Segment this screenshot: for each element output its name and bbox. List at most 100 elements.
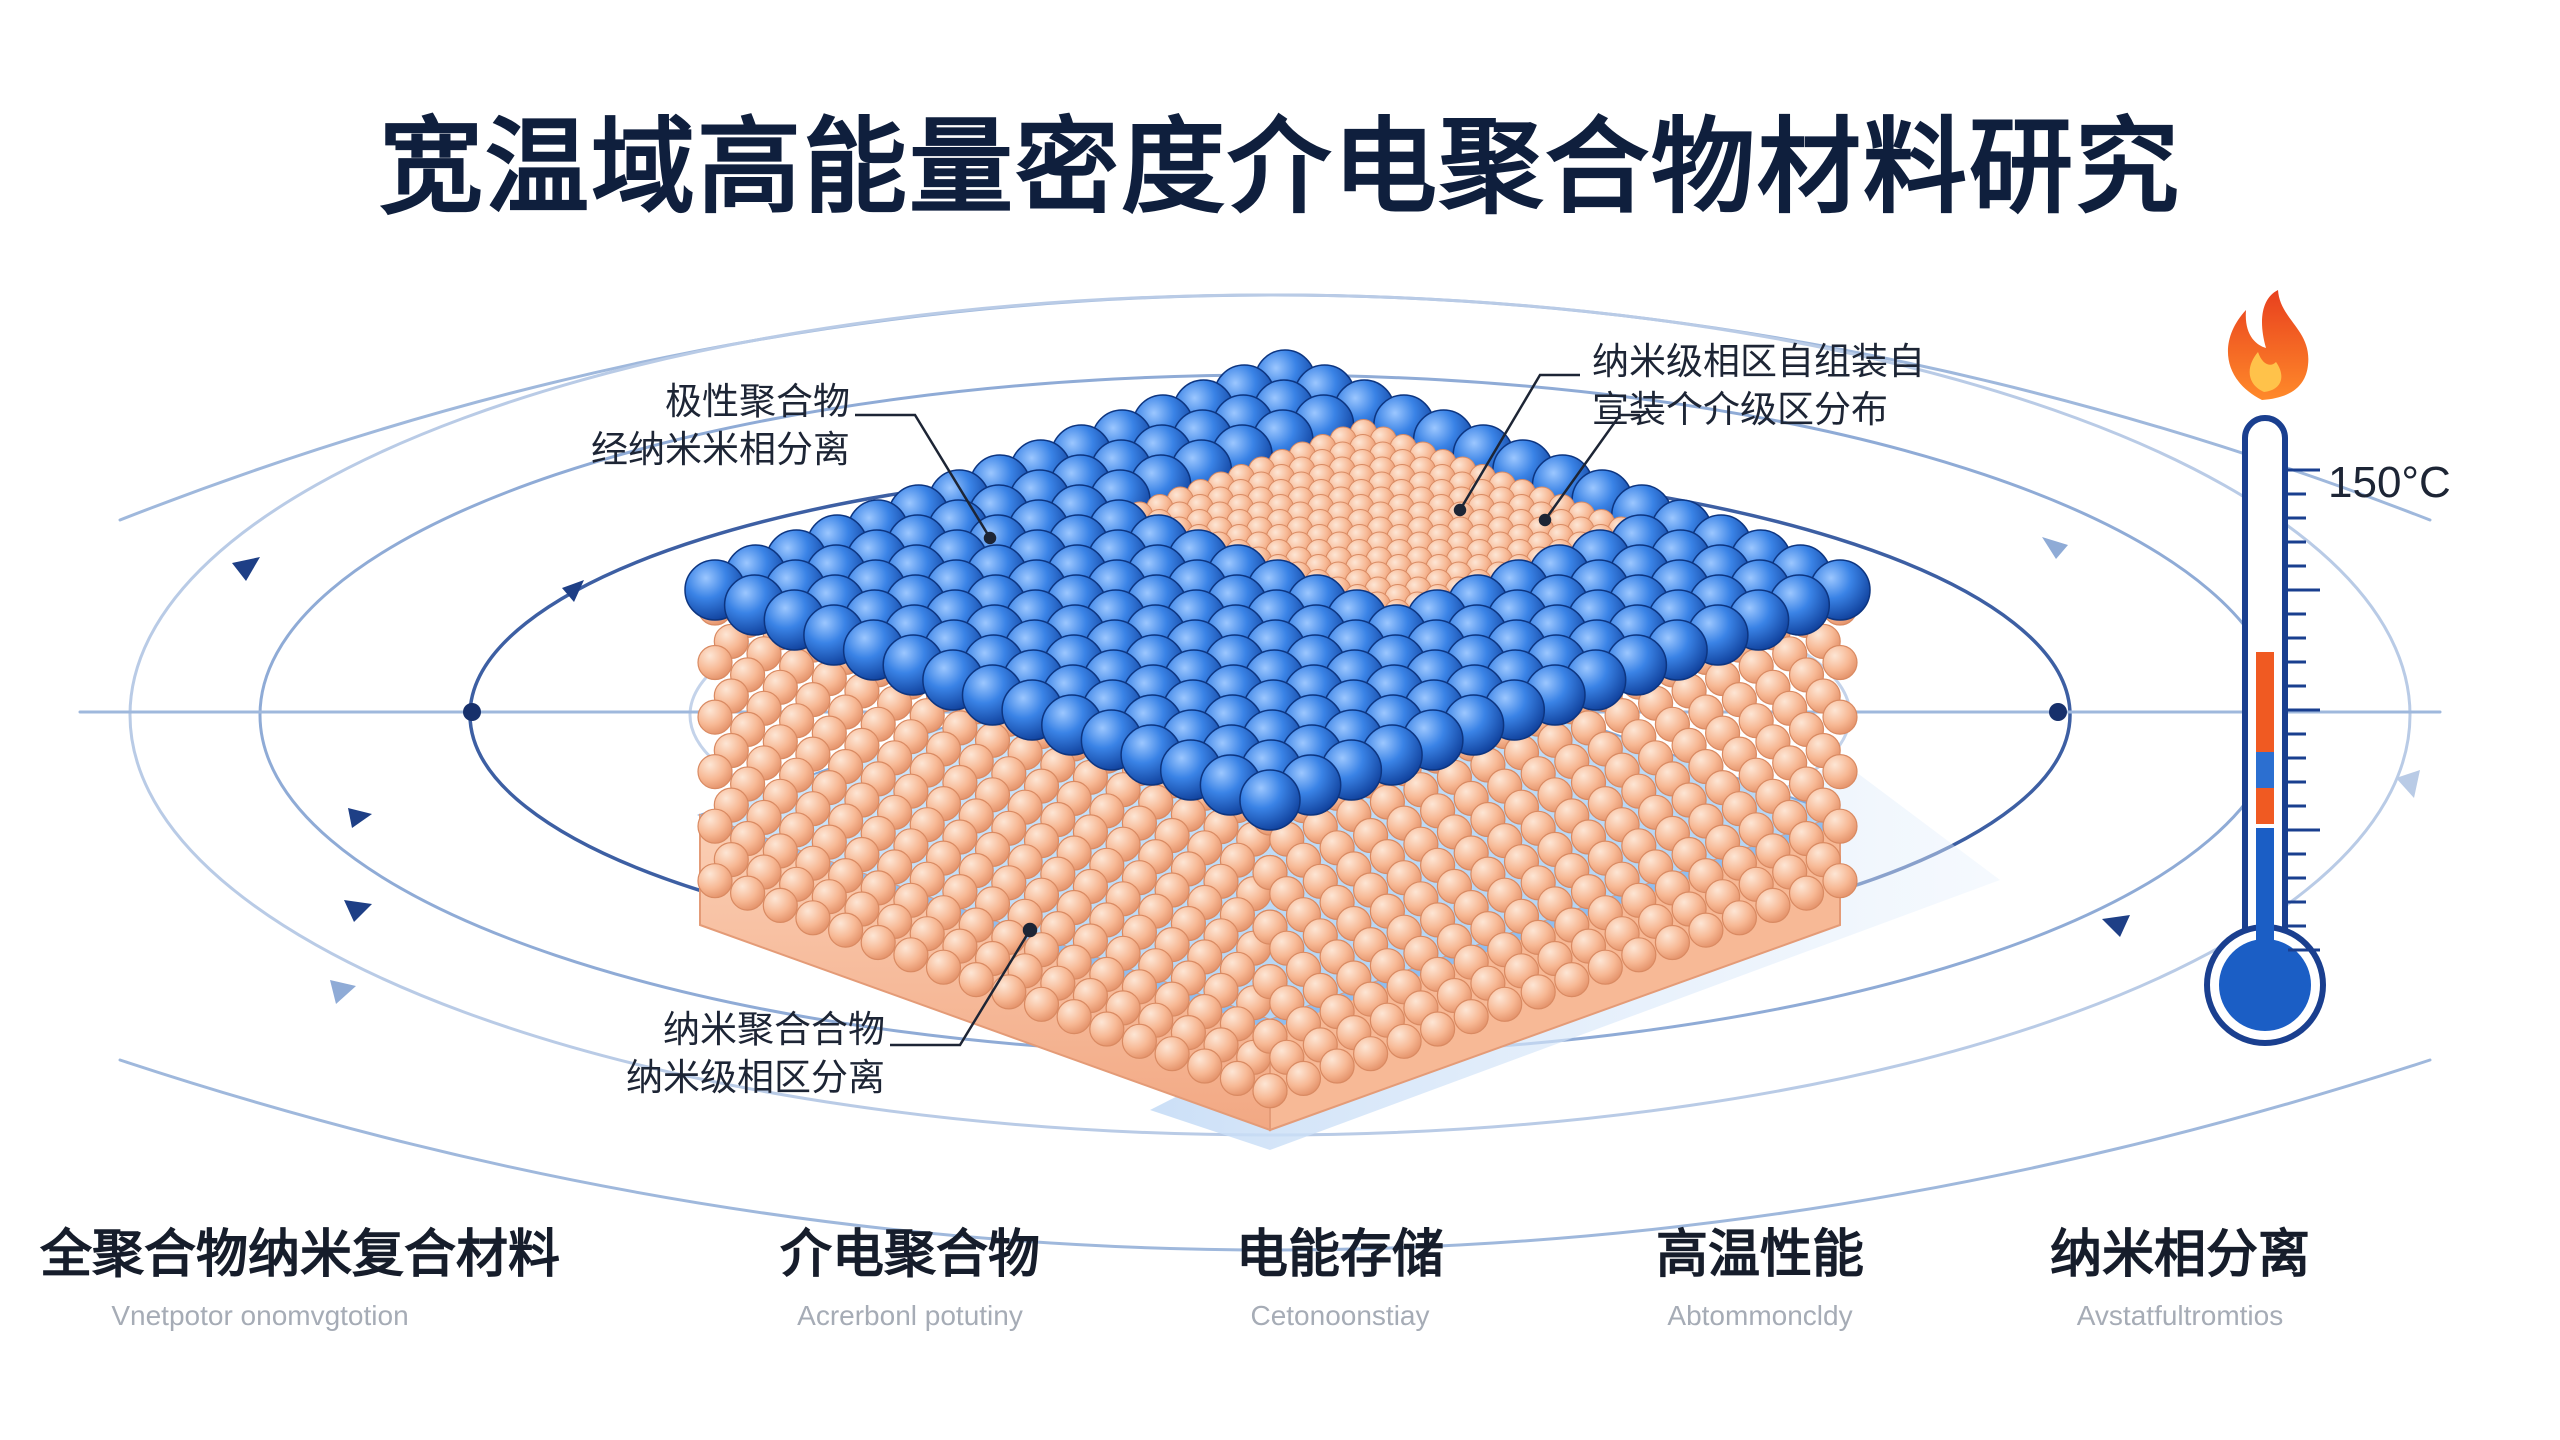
- arrow-icon: [348, 808, 372, 828]
- orange-particle: [1654, 924, 1691, 961]
- keyword-energy-storage: 电能存储 Cetonoonstiay: [1120, 1222, 1560, 1336]
- leader-bottom-left: [890, 929, 1032, 1047]
- keyword-title: 电能存储: [1235, 1225, 1444, 1285]
- thermometer: [2204, 290, 2326, 1046]
- orange-particle: [1187, 1048, 1223, 1084]
- leader-dot: [1538, 513, 1552, 527]
- arrow-icon: [330, 980, 356, 1004]
- callout-line: 纳米级相区分离: [626, 1056, 885, 1099]
- flame-inner-icon: [2249, 352, 2282, 392]
- orange-particle: [860, 924, 896, 961]
- orange-particle: [1319, 1048, 1355, 1084]
- callout-line: 纳米聚合合物: [663, 1008, 885, 1051]
- leader-top-right-2: [1543, 413, 1640, 521]
- orange-particle: [697, 863, 733, 899]
- leader-dot: [1022, 922, 1038, 938]
- orange-particle: [1487, 986, 1523, 1022]
- orange-particle: [1252, 1073, 1288, 1109]
- orange-particle: [1721, 900, 1758, 936]
- keyword-title: 纳米相分离: [2049, 1225, 2310, 1285]
- arrow-icon: [2102, 915, 2130, 937]
- callout-nano-polymer: 纳米聚合合物 纳米级相区分离: [540, 1006, 885, 1102]
- orange-particle: [925, 949, 962, 985]
- leader-top-left: [855, 413, 992, 539]
- thermometer-fill-orange: [2256, 652, 2274, 752]
- callout-line: 纳米级相区自组装自: [1592, 340, 1925, 383]
- side-face-left: [697, 590, 1288, 1109]
- orange-particle: [1621, 937, 1657, 973]
- orange-particle: [1154, 1036, 1190, 1072]
- orange-particle: [729, 875, 766, 911]
- keyword-all-polymer-nanocomposite: 全聚合物纳米复合材料 Vnetpotor onomvgtotion: [40, 1222, 561, 1336]
- keyword-subtitle: Acrerbonl potutiny: [797, 1300, 1023, 1331]
- keyword-subtitle: Abtommoncldy: [1667, 1300, 1853, 1331]
- orange-particle: [1386, 1023, 1422, 1059]
- orange-particle: [1352, 1036, 1389, 1072]
- orange-particle: [1822, 753, 1858, 790]
- keyword-title: 全聚合物纳米复合材料: [40, 1225, 561, 1285]
- leader-dot: [983, 531, 997, 545]
- arrow-icon: [2396, 770, 2420, 798]
- keyword-title: 高温性能: [1655, 1225, 1864, 1285]
- thermometer-ticks: [2288, 468, 2320, 952]
- orange-particle: [1822, 808, 1858, 844]
- orange-particle: [697, 699, 733, 735]
- orange-particle: [827, 912, 864, 948]
- nanocomposite-block: [684, 349, 1871, 1109]
- orange-particle: [1089, 1011, 1125, 1047]
- callout-line: 极性聚合物: [665, 380, 850, 423]
- callout-polar-polymer: 极性聚合物 经纳米米相分离: [570, 378, 850, 474]
- callout-leaders: [855, 373, 1640, 1047]
- callout-line: 宣装个介级区分布: [1592, 388, 1888, 431]
- field-line-outer-bottom: [118, 1058, 2432, 1252]
- orange-particle: [762, 887, 798, 924]
- keyword-subtitle: Avstatfultromtios: [2076, 1300, 2284, 1331]
- keyword-title: 介电聚合物: [779, 1225, 1040, 1285]
- arrow-icon: [232, 557, 260, 581]
- temperature-label: 150°C: [2328, 458, 2451, 507]
- orange-particle: [1419, 1011, 1456, 1047]
- orange-particle: [697, 644, 733, 681]
- orange-particle: [1822, 699, 1858, 735]
- blue-sphere: [1239, 769, 1301, 831]
- callout-self-assembly: 纳米级相区自组装自 宣装个介级区分布: [1592, 338, 1925, 434]
- page-title: 宽温域高能量密度介电聚合物材料研究: [378, 106, 2181, 228]
- keyword-nano-phase-separation: 纳米相分离 Avstatfultromtios: [1960, 1222, 2400, 1336]
- orange-particle: [1520, 974, 1556, 1010]
- arrow-icon: [562, 580, 584, 602]
- leader-dot: [1453, 503, 1467, 517]
- side-face-right: [1252, 590, 1858, 1109]
- orange-particle: [991, 974, 1027, 1010]
- orange-particle: [1822, 644, 1858, 681]
- keyword-subtitle: Vnetpotor onomvgtotion: [111, 1300, 409, 1331]
- orange-particle: [958, 961, 994, 998]
- keyword-dielectric-polymer: 介电聚合物 Acrerbonl potutiny: [690, 1222, 1130, 1336]
- orange-particle: [893, 937, 929, 973]
- orange-particle: [1755, 887, 1791, 924]
- field-node-left: [463, 703, 481, 721]
- orange-particle: [1822, 863, 1858, 899]
- thermometer-fill-blue-mid: [2256, 752, 2274, 788]
- field-node-right: [2049, 703, 2067, 721]
- orange-particle: [1688, 912, 1724, 948]
- thermometer-fill-blue: [2256, 828, 2274, 988]
- orange-particle: [795, 900, 831, 936]
- orange-particle: [1285, 1060, 1322, 1097]
- orange-particle: [1121, 1023, 1158, 1059]
- orange-particle: [1056, 998, 1092, 1035]
- flame-icon: [2227, 290, 2309, 400]
- orange-particle: [1587, 949, 1623, 985]
- top-face: [684, 349, 1871, 831]
- thermometer-fill-orange-2: [2256, 788, 2274, 824]
- orange-particle: [697, 808, 733, 844]
- keyword-subtitle: Cetonoonstiay: [1250, 1300, 1430, 1331]
- arrow-icon: [344, 900, 372, 922]
- keyword-high-temperature: 高温性能 Abtommoncldy: [1540, 1222, 1980, 1336]
- orange-particle: [697, 753, 733, 790]
- callout-line: 经纳米米相分离: [591, 428, 850, 471]
- orange-particle: [1023, 986, 1060, 1022]
- orange-particle: [1554, 961, 1590, 998]
- leader-top-right-1: [1458, 373, 1580, 511]
